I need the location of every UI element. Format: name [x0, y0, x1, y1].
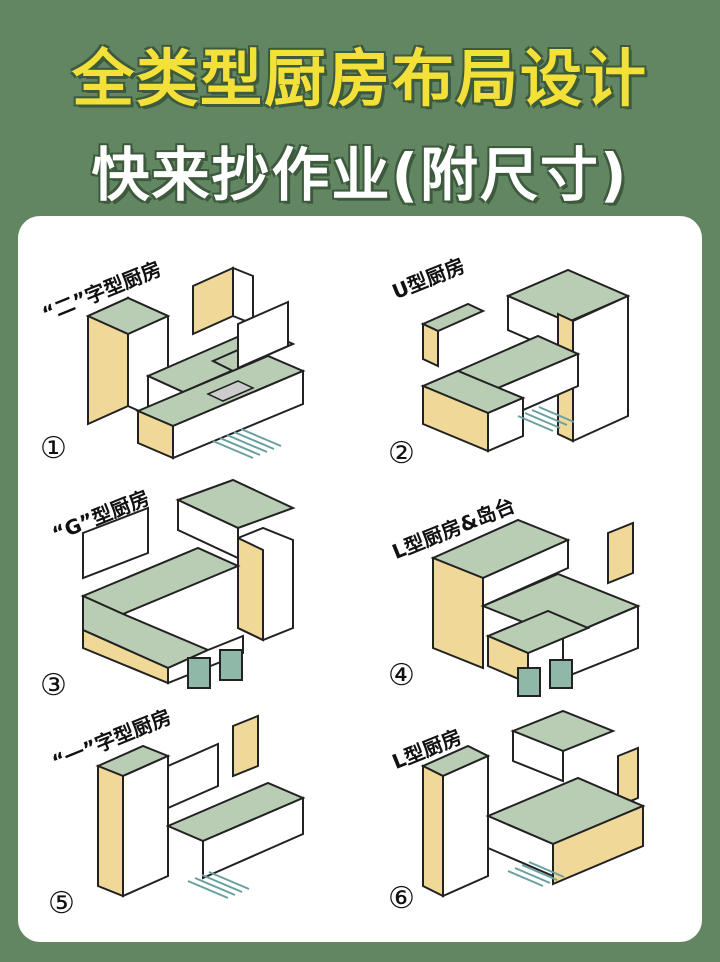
layout-panel-3: “G”型厨房 ③	[38, 478, 378, 718]
layout-panel-6: L型厨房 ⑥	[378, 706, 718, 946]
kitchen-illustration	[420, 709, 646, 898]
layout-number: ②	[388, 436, 415, 471]
layout-panel-5: “一”字型厨房 ⑤	[38, 705, 378, 946]
layout-panel-1: “二”字型厨房	[38, 236, 378, 476]
layout-panel-4: L型厨房&岛台 ④	[378, 478, 718, 718]
layout-panel-2: U型厨房 ②	[378, 236, 718, 476]
content-card: “二”字型厨房	[18, 216, 702, 942]
kitchen-illustration	[430, 518, 641, 697]
layout-number: ③	[40, 668, 67, 703]
main-title: 全类型厨房布局设计	[71, 42, 648, 115]
subtitle: 快来抄作业(附尺寸)	[91, 141, 629, 209]
kitchen-illustration	[95, 714, 306, 899]
kitchen-illustration	[420, 268, 631, 453]
layout-number: ④	[388, 658, 415, 693]
kitchen-illustration	[85, 266, 306, 460]
layout-number: ⑤	[48, 886, 75, 921]
layout-number: ⑥	[388, 881, 415, 916]
layout-number: ①	[40, 431, 67, 466]
kitchen-illustration	[80, 478, 296, 689]
